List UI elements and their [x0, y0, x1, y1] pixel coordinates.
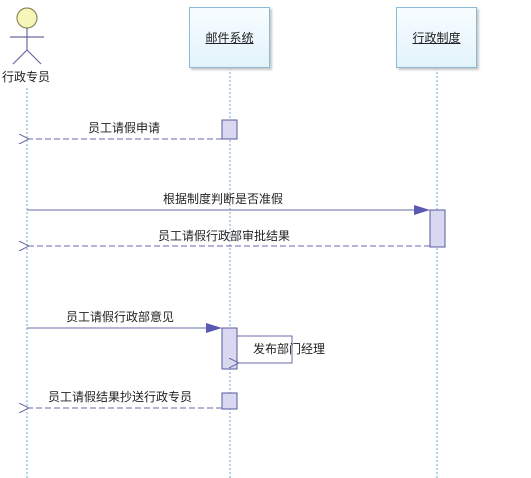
participant-admin-policy: 行政制度: [396, 7, 477, 68]
activation-bar-3: [221, 327, 238, 370]
message-label-4: 员工请假行政部意见: [66, 310, 175, 324]
participant-mail-system: 邮件系统: [189, 7, 270, 68]
message-arrowhead-4: [206, 323, 222, 333]
message-label-2: 根据制度判断是否准假: [163, 192, 284, 206]
activation-bar-1: [221, 119, 238, 140]
activation-bar-4: [221, 392, 238, 410]
message-label-5: 发布部门经理: [253, 342, 326, 356]
message-label-3: 员工请假行政部审批结果: [158, 229, 291, 243]
message-label-1: 员工请假申请: [88, 121, 161, 135]
actor-label: 行政专员: [2, 70, 51, 84]
message-arrowhead-2: [414, 205, 430, 215]
message-arrow-5-self: [237, 335, 293, 363]
message-label-6: 员工请假结果抄送行政专员: [48, 390, 193, 404]
activation-bar-2: [429, 209, 446, 248]
actor-stick-figure-icon: [10, 7, 44, 65]
